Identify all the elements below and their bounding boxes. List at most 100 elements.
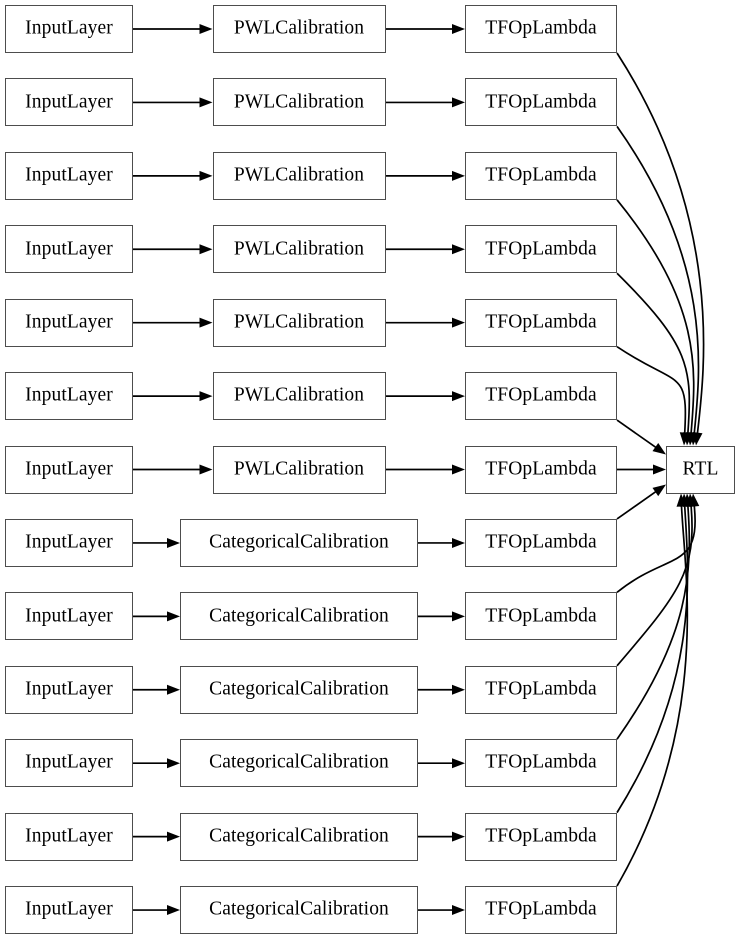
node-tf-op-lambda-2[interactable]: TFOpLambda [465, 151, 617, 200]
edge-lambda-to-rtl-9 [616, 505, 693, 667]
node-tf-op-lambda-8-label: TFOpLambda [485, 605, 597, 627]
edge-lambda-to-rtl-3-arrowhead [682, 432, 693, 446]
node-input-layer-9[interactable]: InputLayer [5, 665, 133, 714]
node-input-layer-9-label: InputLayer [25, 678, 113, 700]
edge-lambda-to-rtl-12 [616, 505, 689, 887]
node-input-layer-3-label: InputLayer [25, 238, 113, 259]
edge-calibrator-to-lambda-9-arrowhead [452, 684, 465, 695]
node-tf-op-lambda-9[interactable]: TFOpLambda [465, 665, 617, 714]
edge-calibrator-to-lambda-3-arrowhead [452, 244, 465, 255]
node-tf-op-lambda-10[interactable]: TFOpLambda [465, 739, 617, 788]
node-input-layer-4-label: InputLayer [25, 311, 113, 333]
edge-lambda-to-rtl-4-arrowhead [679, 432, 690, 446]
node-tf-op-lambda-12-label: TFOpLambda [485, 898, 597, 920]
edge-input-to-calibrator-12-arrowhead [167, 905, 180, 916]
node-tf-op-lambda-11[interactable]: TFOpLambda [465, 812, 617, 861]
edge-lambda-to-rtl-0-arrowhead [692, 432, 703, 446]
edge-lambda-to-rtl-1-arrowhead [689, 432, 700, 446]
node-input-layer-6[interactable]: InputLayer [5, 445, 133, 494]
node-rtl[interactable]: RTL [666, 445, 735, 494]
node-tf-op-lambda-1-label: TFOpLambda [485, 91, 597, 113]
edge-input-to-calibrator-8-arrowhead [167, 611, 180, 622]
node-input-layer-6-label: InputLayer [25, 458, 113, 480]
edge-lambda-to-rtl-5-arrowhead [652, 442, 666, 455]
node-input-layer-5-label: InputLayer [25, 384, 113, 406]
node-tf-op-lambda-1[interactable]: TFOpLambda [465, 78, 617, 127]
node-tf-op-lambda-3-label: TFOpLambda [485, 238, 597, 259]
node-pwl-calibration-2-label: PWLCalibration [233, 164, 365, 186]
node-input-layer-3[interactable]: InputLayer [5, 225, 133, 274]
node-tf-op-lambda-7[interactable]: TFOpLambda [465, 518, 617, 567]
edge-input-to-calibrator-2-arrowhead [199, 170, 213, 181]
node-pwl-calibration-5[interactable]: PWLCalibration [212, 372, 386, 421]
node-tf-op-lambda-4-label: TFOpLambda [485, 311, 597, 333]
edge-input-to-calibrator-0-arrowhead [199, 24, 213, 34]
node-categorical-calibration-12-label: CategoricalCalibration [209, 898, 389, 920]
edge-lambda-to-rtl-9-arrowhead [686, 493, 697, 507]
node-pwl-calibration-5-label: PWLCalibration [233, 384, 365, 406]
edge-lambda-to-rtl-4 [616, 345, 687, 434]
node-categorical-calibration-11-label: CategoricalCalibration [209, 825, 389, 847]
edge-lambda-to-rtl-5 [616, 419, 658, 449]
node-tf-op-lambda-2-label: TFOpLambda [485, 164, 597, 186]
node-input-layer-12[interactable]: InputLayer [5, 886, 133, 935]
node-categorical-calibration-11[interactable]: CategoricalCalibration [180, 812, 418, 861]
node-input-layer-8[interactable]: InputLayer [5, 592, 133, 641]
edge-lambda-to-rtl-0 [616, 52, 705, 434]
node-categorical-calibration-7-label: CategoricalCalibration [209, 531, 389, 553]
node-categorical-calibration-10[interactable]: CategoricalCalibration [180, 739, 418, 788]
node-pwl-calibration-0[interactable]: PWLCalibration [212, 5, 386, 53]
edge-lambda-to-rtl-2-arrowhead [686, 432, 697, 446]
edge-calibrator-to-lambda-12-arrowhead [452, 905, 465, 916]
node-input-layer-1-label: InputLayer [25, 91, 113, 113]
edge-lambda-to-rtl-1 [616, 125, 700, 434]
node-tf-op-lambda-3[interactable]: TFOpLambda [465, 225, 617, 274]
edge-lambda-to-rtl-11 [616, 505, 689, 814]
node-input-layer-7[interactable]: InputLayer [5, 518, 133, 567]
node-input-layer-10[interactable]: InputLayer [5, 739, 133, 788]
node-tf-op-lambda-0-label: TFOpLambda [485, 17, 597, 39]
node-pwl-calibration-2[interactable]: PWLCalibration [212, 151, 386, 200]
node-input-layer-2-label: InputLayer [25, 164, 113, 186]
node-categorical-calibration-12[interactable]: CategoricalCalibration [180, 886, 418, 935]
node-tf-op-lambda-12[interactable]: TFOpLambda [465, 886, 617, 935]
edge-calibrator-to-lambda-2-arrowhead [452, 170, 465, 181]
node-pwl-calibration-3[interactable]: PWLCalibration [212, 225, 386, 274]
node-pwl-calibration-4-label: PWLCalibration [233, 311, 365, 333]
edge-input-to-calibrator-7-arrowhead [167, 537, 180, 548]
node-categorical-calibration-7[interactable]: CategoricalCalibration [180, 518, 418, 567]
node-pwl-calibration-1[interactable]: PWLCalibration [212, 78, 386, 127]
edge-lambda-to-rtl-8-arrowhead [689, 493, 700, 507]
node-rtl-label: RTL [682, 458, 719, 480]
node-pwl-calibration-6[interactable]: PWLCalibration [212, 445, 386, 494]
edge-calibrator-to-lambda-4-arrowhead [452, 317, 465, 328]
node-pwl-calibration-1-label: PWLCalibration [233, 91, 365, 113]
edge-calibrator-to-lambda-8-arrowhead [452, 611, 465, 622]
node-categorical-calibration-9[interactable]: CategoricalCalibration [180, 665, 418, 714]
node-input-layer-10-label: InputLayer [25, 751, 113, 773]
node-input-layer-2[interactable]: InputLayer [5, 151, 133, 200]
edge-lambda-to-rtl-7 [616, 490, 658, 520]
edge-input-to-calibrator-4-arrowhead [199, 317, 213, 328]
node-input-layer-0[interactable]: InputLayer [5, 5, 133, 53]
node-tf-op-lambda-5[interactable]: TFOpLambda [465, 372, 617, 421]
node-input-layer-11[interactable]: InputLayer [5, 812, 133, 861]
edge-lambda-to-rtl-11-arrowhead [679, 493, 690, 507]
node-input-layer-1[interactable]: InputLayer [5, 78, 133, 127]
edge-lambda-to-rtl-10-arrowhead [682, 493, 693, 507]
node-tf-op-lambda-6[interactable]: TFOpLambda [465, 445, 617, 494]
node-tf-op-lambda-11-label: TFOpLambda [485, 825, 597, 847]
edge-input-to-calibrator-9-arrowhead [167, 684, 180, 695]
node-input-layer-4[interactable]: InputLayer [5, 298, 133, 347]
node-pwl-calibration-4[interactable]: PWLCalibration [212, 298, 386, 347]
node-input-layer-8-label: InputLayer [25, 605, 113, 627]
node-tf-op-lambda-8[interactable]: TFOpLambda [465, 592, 617, 641]
node-tf-op-lambda-4[interactable]: TFOpLambda [465, 298, 617, 347]
node-categorical-calibration-8[interactable]: CategoricalCalibration [180, 592, 418, 641]
node-input-layer-5[interactable]: InputLayer [5, 372, 133, 421]
edge-lambda-to-rtl-8 [616, 505, 696, 594]
edge-calibrator-to-lambda-0-arrowhead [452, 24, 465, 34]
node-tf-op-lambda-0[interactable]: TFOpLambda [465, 5, 617, 53]
edge-input-to-calibrator-6-arrowhead [199, 464, 213, 475]
edge-input-to-calibrator-1-arrowhead [199, 97, 213, 108]
